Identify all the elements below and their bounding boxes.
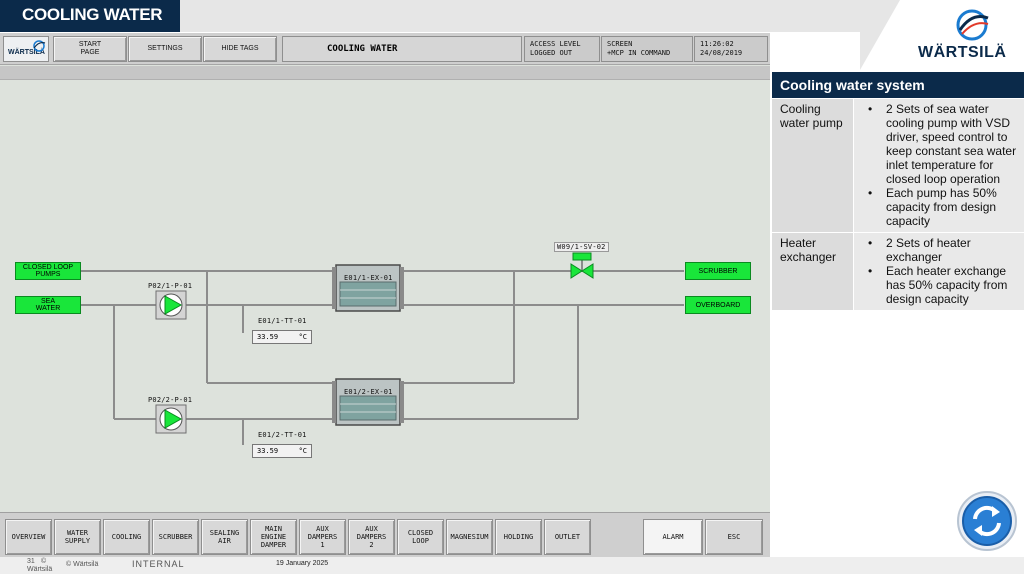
pump-2-tag: P02/2-P-01 (148, 396, 193, 404)
copyright-symbol: © (41, 558, 47, 565)
screen-command-panel: SCREEN +MCP IN COMMAND (601, 36, 693, 62)
temperature-1-unit: °C (298, 333, 307, 341)
nav-magnesium-button[interactable]: MAGNESIUM (446, 519, 493, 555)
copyright-text: © Wärtsilä (66, 561, 99, 568)
classification-label: INTERNAL (132, 559, 185, 569)
temperature-2-unit: °C (298, 447, 307, 455)
pump-1-tag: P02/1-P-01 (148, 282, 193, 290)
footer-date: 19 January 2025 (276, 560, 329, 567)
screen-label: SCREEN (607, 40, 633, 48)
info-table: Cooling water system Cooling water pump … (772, 72, 1024, 310)
temperature-1-readout[interactable]: 33.59 °C (252, 330, 312, 344)
clock-time: 11:26:02 (700, 40, 734, 48)
settings-button[interactable]: SETTINGS (128, 36, 202, 62)
hmi-screen: WÄRTSILÄ START PAGE SETTINGS HIDE TAGS C… (0, 33, 770, 557)
sea-water-link[interactable]: SEA WATER (15, 296, 81, 314)
hide-tags-button[interactable]: HIDE TAGS (203, 36, 277, 62)
copyright-brand: Wärtsilä (27, 566, 53, 573)
nav-outlet-button[interactable]: OUTLET (544, 519, 591, 555)
nav-main-engine-damper-button[interactable]: MAIN ENGINE DAMPER (250, 519, 297, 555)
wartsila-logo-icon (956, 9, 989, 41)
access-level-value: LOGGED OUT (530, 49, 573, 57)
refresh-icon[interactable] (956, 490, 1018, 552)
bullet: Each heater exchange has 50% capacity fr… (864, 264, 1018, 306)
nav-sealing-air-button[interactable]: SEALING AIR (201, 519, 248, 555)
top-banner-corner (860, 0, 900, 70)
hx-1-tag: E01/1-EX-01 (344, 274, 393, 282)
row-content: 2 Sets of heater exchanger Each heater e… (854, 233, 1024, 310)
hmi-logo-text: WÄRTSILÄ (8, 49, 45, 56)
temperature-2-readout[interactable]: 33.59 °C (252, 444, 312, 458)
clock-panel: 11:26:02 24/08/2019 (694, 36, 768, 62)
screen-value: +MCP IN COMMAND (607, 49, 671, 57)
access-level-label: ACCESS LEVEL (530, 40, 581, 48)
esc-button[interactable]: ESC (705, 519, 763, 555)
table-row: Heater exchanger 2 Sets of heater exchan… (772, 232, 1024, 310)
screen-title: COOLING WATER (282, 36, 522, 62)
tt-2-tag: E01/2-TT-01 (258, 431, 307, 439)
tt-1-tag: E01/1-TT-01 (258, 317, 307, 325)
clock-date: 24/08/2019 (700, 49, 743, 57)
overboard-link[interactable]: OVERBOARD (685, 296, 751, 314)
nav-overview-button[interactable]: OVERVIEW (5, 519, 52, 555)
top-banner-bar (180, 0, 860, 32)
info-table-title: Cooling water system (772, 72, 1024, 98)
bullet: Each pump has 50% capacity from design c… (864, 186, 1018, 228)
row-content: 2 Sets of sea water cooling pump with VS… (854, 99, 1024, 232)
slide-footer: 31 © Wärtsilä © Wärtsilä INTERNAL 19 Jan… (0, 557, 1024, 574)
wartsila-small-logo-icon (33, 40, 46, 52)
row-label: Heater exchanger (772, 233, 854, 310)
nav-cooling-button[interactable]: COOLING (103, 519, 150, 555)
brand-name: WÄRTSILÄ (918, 44, 1007, 61)
scrubber-link[interactable]: SCRUBBER (685, 262, 751, 280)
start-page-button[interactable]: START PAGE (53, 36, 127, 62)
temperature-2-value: 33.59 (257, 447, 279, 455)
heat-exchanger-1[interactable] (332, 264, 404, 312)
bullet: 2 Sets of heater exchanger (864, 236, 1018, 264)
temperature-1-value: 33.59 (257, 333, 279, 341)
bullet: 2 Sets of sea water cooling pump with VS… (864, 102, 1018, 186)
valve-tag: W09/1-SV-02 (554, 242, 609, 252)
table-row: Cooling water pump 2 Sets of sea water c… (772, 98, 1024, 232)
nav-closed-loop-button[interactable]: CLOSED LOOP (397, 519, 444, 555)
process-diagram (81, 252, 684, 445)
solenoid-valve[interactable] (570, 252, 594, 279)
heat-exchanger-2[interactable] (332, 378, 404, 426)
hmi-logo: WÄRTSILÄ (3, 36, 49, 62)
pump-2[interactable] (155, 404, 187, 434)
nav-aux-dampers-1-button[interactable]: AUX DAMPERS 1 (299, 519, 346, 555)
brand-logo: WÄRTSILÄ (918, 8, 1007, 64)
nav-aux-dampers-2-button[interactable]: AUX DAMPERS 2 (348, 519, 395, 555)
nav-scrubber-button[interactable]: SCRUBBER (152, 519, 199, 555)
pump-1[interactable] (155, 290, 187, 320)
slide-title: COOLING WATER (0, 0, 180, 32)
bottom-navbar: OVERVIEW WATER SUPPLY COOLING SCRUBBER S… (0, 512, 770, 557)
hx-2-tag: E01/2-EX-01 (344, 388, 393, 396)
alarm-button[interactable]: ALARM (643, 519, 703, 555)
nav-water-supply-button[interactable]: WATER SUPPLY (54, 519, 101, 555)
alarm-strip (0, 66, 770, 80)
page-number: 31 (27, 558, 35, 565)
row-label: Cooling water pump (772, 99, 854, 232)
nav-holding-button[interactable]: HOLDING (495, 519, 542, 555)
hmi-header: WÄRTSILÄ START PAGE SETTINGS HIDE TAGS C… (0, 33, 770, 65)
closed-loop-pumps-link[interactable]: CLOSED LOOP PUMPS (15, 262, 81, 280)
access-level-panel: ACCESS LEVEL LOGGED OUT (524, 36, 600, 62)
